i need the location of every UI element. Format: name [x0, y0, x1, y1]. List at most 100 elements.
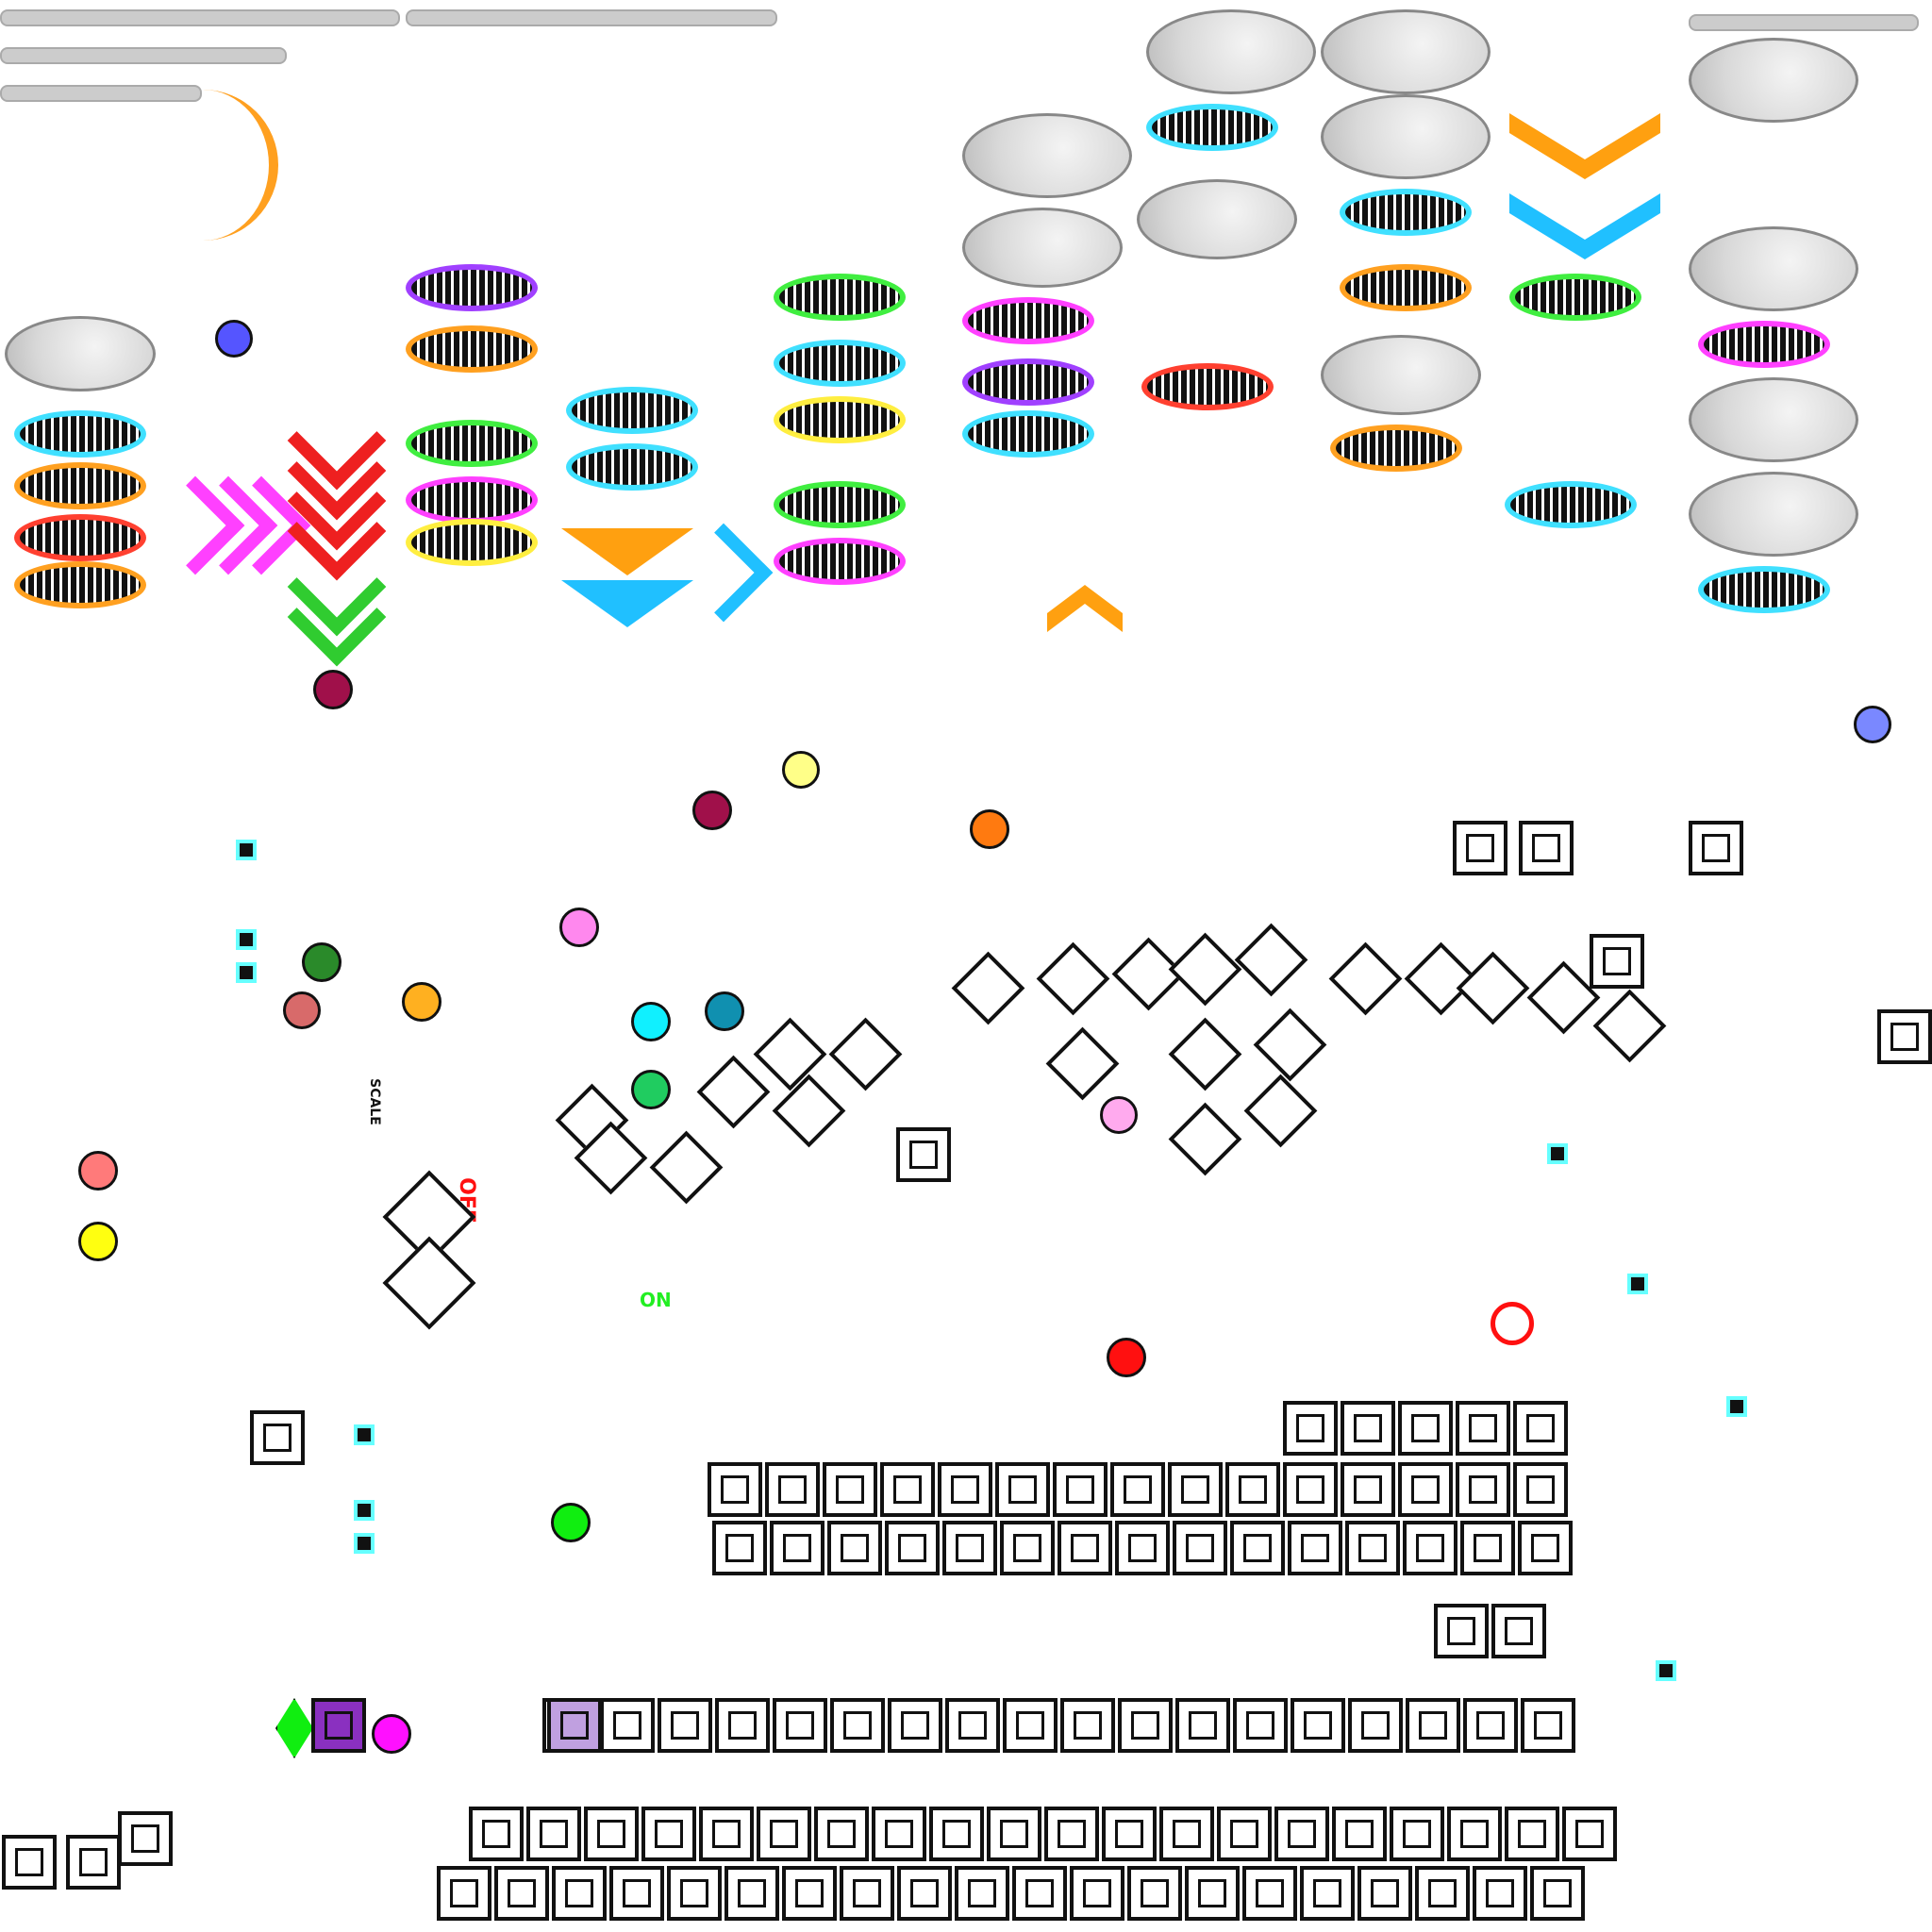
cube-icon: [1456, 1401, 1510, 1456]
cube-icon: [1530, 1866, 1585, 1921]
cube-icon: [1291, 1698, 1345, 1753]
portal-ring-icon: [774, 274, 906, 321]
cube-icon: [2, 1835, 57, 1890]
cube-icon: [1060, 1698, 1115, 1753]
cube-icon: [526, 1807, 581, 1861]
portal-ring-icon: [406, 519, 538, 566]
v-arrow-orange-icon: [1509, 113, 1660, 179]
cube-icon: [1110, 1462, 1165, 1517]
cube-icon: [1689, 821, 1743, 875]
spike-saw-icon: [649, 1130, 724, 1205]
cube-icon: [658, 1698, 712, 1753]
cube-icon: [1118, 1698, 1173, 1753]
cube-icon: [699, 1807, 754, 1861]
portal-ring-icon: [1698, 566, 1830, 613]
cube-icon: [552, 1866, 607, 1921]
cube-icon: [1127, 1866, 1182, 1921]
portal-ring-icon: [774, 481, 906, 528]
cube-icon: [885, 1521, 940, 1575]
cube-icon: [1185, 1866, 1240, 1921]
portal-ring-icon: [406, 420, 538, 467]
cube-icon: [773, 1698, 827, 1753]
cube-icon: [1053, 1462, 1108, 1517]
portal-ring-icon: [962, 297, 1094, 344]
cube-icon: [995, 1462, 1050, 1517]
spike-saw-icon: [382, 1236, 476, 1330]
cube-icon: [827, 1521, 882, 1575]
cube-icon: [715, 1698, 770, 1753]
cube-icon: [1332, 1807, 1387, 1861]
cube-icon: [1288, 1521, 1342, 1575]
spike-saw-icon: [1456, 951, 1530, 1025]
cube-icon: [66, 1835, 121, 1890]
portal-ring-icon: [1340, 189, 1472, 236]
jump-orb-icon: [1100, 1096, 1138, 1134]
portal-ring-icon: [14, 462, 146, 509]
cube-icon: [1070, 1866, 1124, 1921]
cube-icon: [1877, 1009, 1932, 1064]
cube-icon: [1406, 1698, 1460, 1753]
cloud-icon: [1689, 38, 1858, 123]
cube-icon: [712, 1521, 767, 1575]
spike-saw-icon: [1168, 1102, 1242, 1176]
spike-saw-icon: [1234, 923, 1308, 997]
orange-pad-icon: [1047, 585, 1123, 632]
spike-saw-icon: [696, 1055, 771, 1129]
purple-clock-cube-icon: [311, 1698, 366, 1753]
portal-ring-icon: [14, 514, 146, 561]
spike-saw-icon: [1243, 1074, 1318, 1148]
portal-ring-icon: [406, 325, 538, 373]
cube-icon: [118, 1811, 173, 1866]
cube-icon: [757, 1807, 811, 1861]
v-arrow-blue-icon: [1509, 193, 1660, 259]
spike-saw-icon: [1328, 941, 1403, 1016]
cube-icon: [1230, 1521, 1285, 1575]
mini-block-icon: [354, 1533, 375, 1554]
portal-ring-icon: [1330, 425, 1462, 472]
jump-orb-icon: [1107, 1338, 1146, 1377]
portal-ring-icon: [1340, 264, 1472, 311]
spike-saw-icon: [772, 1074, 846, 1148]
portal-ring-icon: [14, 561, 146, 608]
scale-label: SCALE: [366, 1078, 382, 1125]
cube-icon: [600, 1698, 655, 1753]
cube-icon: [1521, 1698, 1575, 1753]
jump-orb-icon: [559, 908, 599, 947]
cloud-icon: [1137, 179, 1297, 259]
mini-block-icon: [1547, 1143, 1568, 1164]
smoke-trail-icon: [406, 9, 777, 26]
cloud-icon: [1321, 9, 1491, 94]
cube-icon: [1456, 1462, 1510, 1517]
jump-orb-icon: [78, 1222, 118, 1261]
jump-orb-icon: [372, 1714, 411, 1754]
portal-ring-icon: [1146, 104, 1278, 151]
cube-icon: [641, 1807, 696, 1861]
cube-icon: [1159, 1807, 1214, 1861]
cube-icon: [1283, 1462, 1338, 1517]
smoke-trail-icon: [1689, 14, 1919, 31]
portal-ring-icon: [406, 476, 538, 524]
cube-icon: [1590, 934, 1644, 989]
cube-icon: [1491, 1604, 1546, 1658]
cube-icon: [765, 1462, 820, 1517]
cube-icon: [1460, 1521, 1515, 1575]
jump-orb-icon: [283, 991, 321, 1029]
orange-arc-icon: [203, 90, 278, 241]
portal-ring-icon: [1509, 274, 1641, 321]
jump-orb-icon: [705, 991, 744, 1031]
purple-cube-icon: [547, 1698, 602, 1753]
mini-block-icon: [1726, 1396, 1747, 1417]
cube-icon: [1044, 1807, 1099, 1861]
cube-icon: [708, 1462, 762, 1517]
cube-icon: [1357, 1866, 1412, 1921]
portal-ring-icon: [774, 396, 906, 443]
cube-icon: [872, 1807, 926, 1861]
jump-orb-icon: [551, 1503, 591, 1542]
portal-ring-icon: [962, 358, 1094, 406]
cube-icon: [888, 1698, 942, 1753]
cloud-icon: [1689, 472, 1858, 557]
portal-ring-icon: [1141, 363, 1274, 410]
cube-icon: [1505, 1807, 1559, 1861]
cube-icon: [1513, 1401, 1568, 1456]
